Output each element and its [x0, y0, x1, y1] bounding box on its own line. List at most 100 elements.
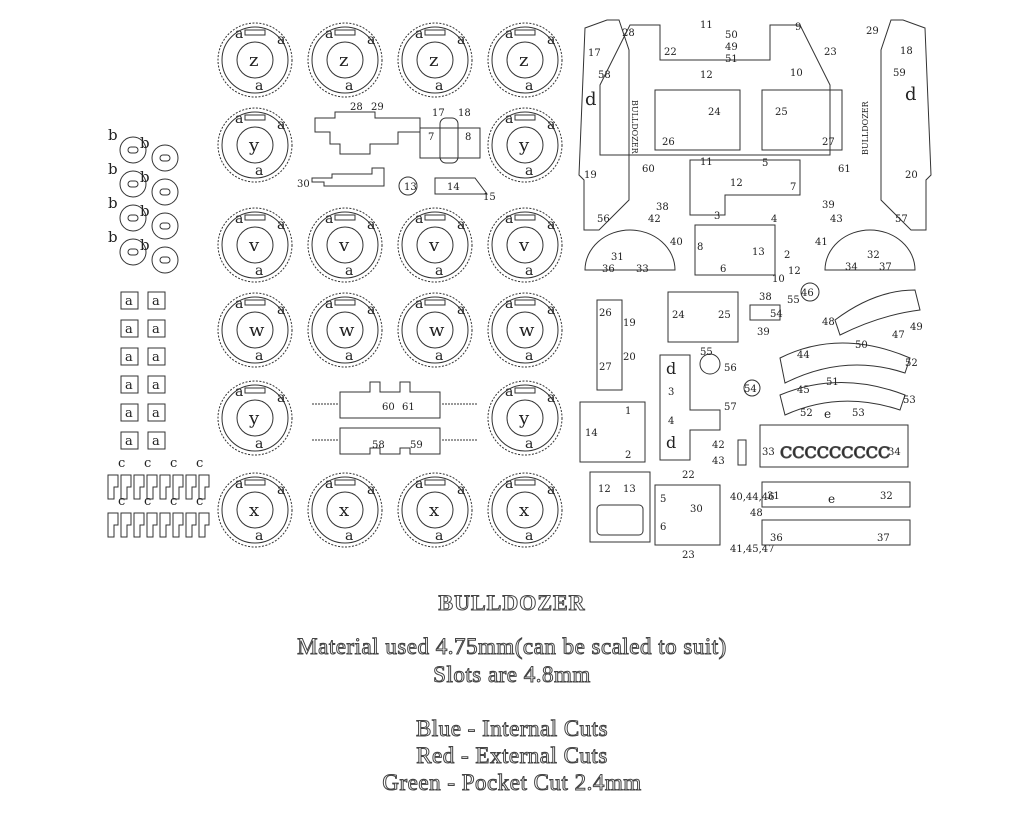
wheel-a-label: a — [505, 211, 513, 227]
svg-text:13: 13 — [752, 247, 765, 258]
diagram-title: BULLDOZER — [438, 590, 586, 616]
svg-text:27: 27 — [599, 362, 612, 373]
a-square: a — [147, 403, 166, 422]
svg-text:14: 14 — [585, 428, 598, 439]
wheel-a-label: a — [367, 302, 375, 318]
wheel-a-label: a — [525, 348, 533, 364]
side-d-left: d — [585, 89, 597, 110]
b-button: b — [140, 134, 179, 172]
wheel-letter: w — [519, 320, 535, 341]
svg-text:51: 51 — [826, 377, 839, 388]
wheel-a-label: a — [547, 217, 555, 233]
svg-text:12: 12 — [788, 266, 801, 277]
wheel-a-label: a — [547, 482, 555, 498]
side-label-right: BULLDOZER — [861, 100, 870, 155]
c-hook — [172, 474, 184, 500]
svg-text:18: 18 — [900, 46, 913, 57]
wheel-letter: y — [518, 135, 530, 156]
svg-text:57: 57 — [724, 402, 737, 413]
a-label: a — [152, 350, 160, 365]
wheel-a-label: a — [435, 263, 443, 279]
c-label: c — [118, 456, 125, 471]
a-label: a — [125, 378, 133, 393]
a-label: a — [152, 378, 160, 393]
svg-text:60: 60 — [642, 164, 655, 175]
svg-text:12: 12 — [700, 70, 713, 81]
svg-text:26: 26 — [599, 308, 612, 319]
wheel-a-label: a — [277, 302, 285, 318]
wheel-letter: x — [339, 500, 349, 521]
wheel-a-label: a — [547, 302, 555, 318]
wheel-a-label: a — [415, 476, 423, 492]
wheel-letter: y — [248, 408, 260, 429]
svg-text:25: 25 — [775, 107, 788, 118]
svg-text:24: 24 — [708, 107, 721, 118]
svg-text:42: 42 — [712, 440, 725, 451]
wheel-letter: w — [429, 320, 445, 341]
svg-text:32: 32 — [867, 250, 880, 261]
wheel-a-label: a — [457, 217, 465, 233]
e-part-1: e — [824, 407, 831, 421]
svg-text:6: 6 — [660, 522, 666, 533]
svg-text:55: 55 — [700, 347, 713, 358]
side-label-left: BULLDOZER — [630, 100, 639, 155]
c-label: c — [170, 494, 177, 509]
wheel-a-label: a — [255, 163, 263, 179]
wheel-a-label: a — [255, 263, 263, 279]
wheel-a-label: a — [547, 117, 555, 133]
svg-text:3: 3 — [668, 387, 674, 398]
a-square: a — [147, 431, 166, 450]
wheel-letter: v — [248, 235, 260, 256]
svg-text:50: 50 — [725, 30, 738, 41]
b-label: b — [108, 126, 118, 144]
svg-text:56: 56 — [597, 214, 610, 225]
svg-text:45: 45 — [797, 385, 810, 396]
svg-text:53: 53 — [852, 408, 865, 419]
svg-text:36: 36 — [602, 264, 615, 275]
wheel-letter: y — [248, 135, 260, 156]
wheel-letter: x — [429, 500, 439, 521]
wheel-a-label: a — [345, 263, 353, 279]
svg-text:10: 10 — [790, 68, 803, 79]
svg-text:7: 7 — [790, 182, 796, 193]
svg-text:18: 18 — [458, 108, 471, 119]
wheel-a-label: a — [277, 482, 285, 498]
c-hook: c — [185, 456, 203, 500]
svg-text:15: 15 — [483, 192, 496, 203]
wheel-a-label: a — [505, 476, 513, 492]
svg-text:34: 34 — [888, 447, 901, 458]
svg-text:20: 20 — [623, 352, 636, 363]
wheel-a-label: a — [367, 217, 375, 233]
a-label: a — [125, 406, 133, 421]
svg-text:13: 13 — [404, 182, 417, 193]
c-hook: c — [133, 494, 151, 538]
svg-text:28: 28 — [622, 28, 635, 39]
a-label: a — [125, 350, 133, 365]
b-label: b — [140, 168, 150, 186]
svg-text:38: 38 — [656, 202, 669, 213]
svg-text:24: 24 — [672, 310, 685, 321]
wheel-a-label: a — [277, 217, 285, 233]
a-label: a — [125, 322, 133, 337]
wheel-a-label: a — [255, 528, 263, 544]
wheel-a-label: a — [505, 26, 513, 42]
svg-text:8: 8 — [465, 132, 471, 143]
b-label: b — [108, 194, 118, 212]
wheel-letter: v — [428, 235, 440, 256]
wheel-a-label: a — [345, 528, 353, 544]
wheel-a-label: a — [525, 263, 533, 279]
c-hook — [172, 512, 184, 538]
svg-text:28: 28 — [350, 102, 363, 113]
svg-text:59: 59 — [410, 440, 423, 451]
